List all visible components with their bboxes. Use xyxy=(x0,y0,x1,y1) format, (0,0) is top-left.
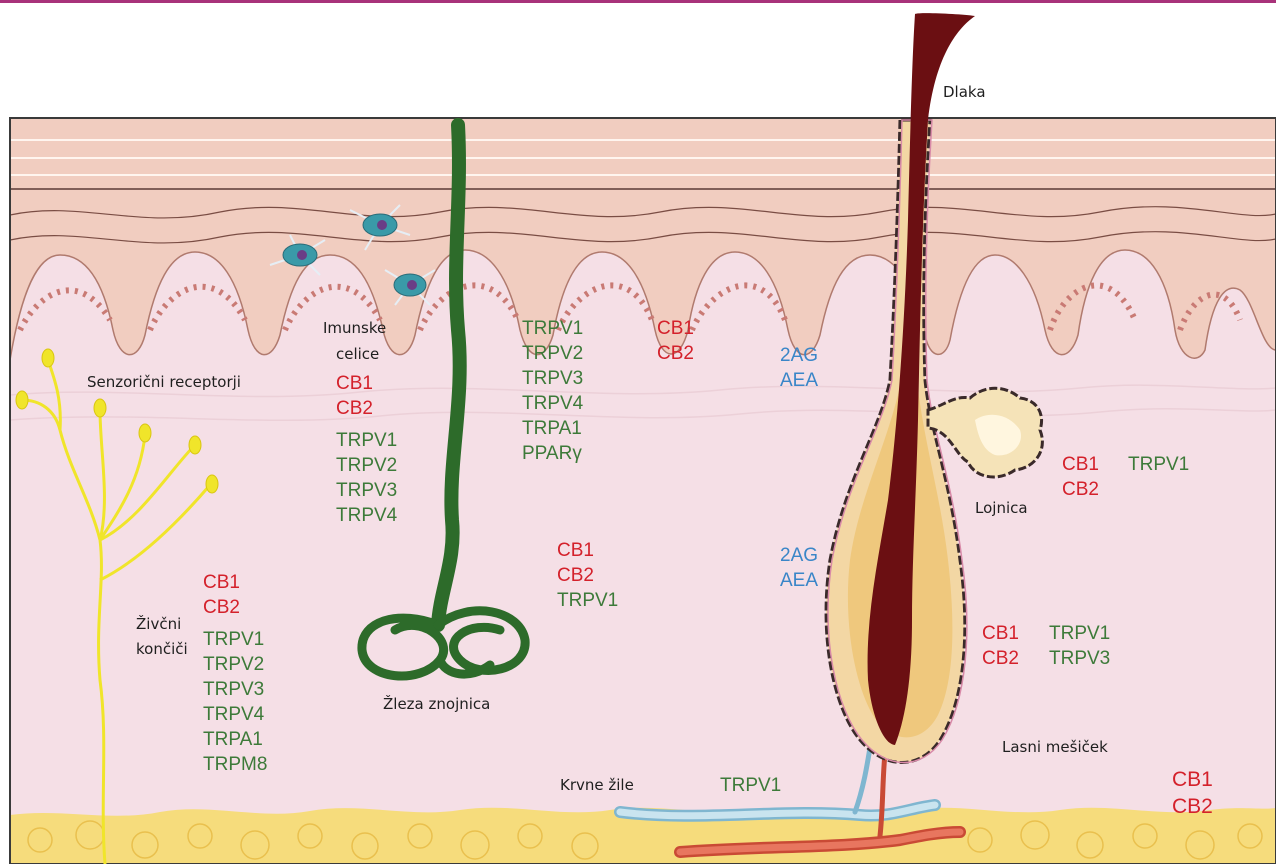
epidermis-ligand-group: 2AG AEA xyxy=(780,343,818,393)
immune-cb-group: CB1 CB2 xyxy=(336,371,373,421)
immune-trpv1: TRPV1 xyxy=(336,428,397,453)
epidermis-cb1: CB1 xyxy=(657,316,694,341)
label-hair-follicle: Lasni mešiček xyxy=(1002,738,1108,756)
sweat-trpv1: TRPV1 xyxy=(557,588,618,613)
follicle-cb2: CB2 xyxy=(982,646,1019,671)
follicle-ligand-group: 2AG AEA xyxy=(780,543,818,593)
sebaceous-trp-group: TRPV1 xyxy=(1128,452,1189,477)
label-nerve-endings-1: Živčni xyxy=(136,614,181,633)
immune-trpv3: TRPV3 xyxy=(336,478,397,503)
epidermis-2ag: 2AG xyxy=(780,343,818,368)
immune-cb1: CB1 xyxy=(336,371,373,396)
vessels-trp-group: TRPV1 xyxy=(720,773,781,798)
immune-cb2: CB2 xyxy=(336,396,373,421)
epidermis-trpv1: TRPV1 xyxy=(522,316,583,341)
epidermis-trpv2: TRPV2 xyxy=(522,341,583,366)
follicle-cb-group: CB1 CB2 xyxy=(982,621,1019,671)
nerve-trpv2: TRPV2 xyxy=(203,652,267,677)
epidermis-ppar: PPARγ xyxy=(522,441,583,466)
label-nerve-endings-2: končiči xyxy=(136,640,188,658)
sebaceous-cb1: CB1 xyxy=(1062,452,1099,477)
follicle-aea: AEA xyxy=(780,568,818,593)
nerve-trpv1: TRPV1 xyxy=(203,627,267,652)
nerve-trpa1: TRPA1 xyxy=(203,727,267,752)
vessels-trpv1: TRPV1 xyxy=(720,773,781,798)
sweat-cb1: CB1 xyxy=(557,538,618,563)
sweat-group: CB1 CB2 TRPV1 xyxy=(557,538,618,613)
epidermis-trpv3: TRPV3 xyxy=(522,366,583,391)
immune-trpv4: TRPV4 xyxy=(336,503,397,528)
sebaceous-cb2: CB2 xyxy=(1062,477,1099,502)
nerve-trpm8: TRPM8 xyxy=(203,752,267,777)
top-rule xyxy=(0,0,1276,3)
epidermis-cb-group: CB1 CB2 xyxy=(657,316,694,366)
nerve-cb2: CB2 xyxy=(203,595,240,620)
label-immune-cells-2: celice xyxy=(336,345,379,363)
epidermis-trp-group: TRPV1 TRPV2 TRPV3 TRPV4 TRPA1 PPARγ xyxy=(522,316,583,466)
nerve-cb-group: CB1 CB2 xyxy=(203,570,240,620)
fat-cb-group: CB1 CB2 xyxy=(1172,766,1213,820)
sebaceous-cb-group: CB1 CB2 xyxy=(1062,452,1099,502)
nerve-cb1: CB1 xyxy=(203,570,240,595)
label-blood-vessels: Krvne žile xyxy=(560,776,634,794)
label-immune-cells-1: Imunske xyxy=(323,319,386,337)
epidermis-trpv4: TRPV4 xyxy=(522,391,583,416)
epidermis-cb2: CB2 xyxy=(657,341,694,366)
label-sensory-receptors: Senzorični receptorji xyxy=(87,373,241,391)
follicle-trpv3: TRPV3 xyxy=(1049,646,1110,671)
follicle-cb1: CB1 xyxy=(982,621,1019,646)
fat-cb2: CB2 xyxy=(1172,793,1213,820)
fat-cb1: CB1 xyxy=(1172,766,1213,793)
epidermis-trpa1: TRPA1 xyxy=(522,416,583,441)
follicle-2ag: 2AG xyxy=(780,543,818,568)
nerve-trpv3: TRPV3 xyxy=(203,677,267,702)
label-sweat-gland: Žleza znojnica xyxy=(383,694,490,713)
immune-trpv2: TRPV2 xyxy=(336,453,397,478)
label-hair: Dlaka xyxy=(943,83,986,101)
epidermis-aea: AEA xyxy=(780,368,818,393)
nerve-trp-group: TRPV1 TRPV2 TRPV3 TRPV4 TRPA1 TRPM8 xyxy=(203,627,267,777)
immune-trp-group: TRPV1 TRPV2 TRPV3 TRPV4 xyxy=(336,428,397,528)
follicle-trpv1: TRPV1 xyxy=(1049,621,1110,646)
follicle-trp-group: TRPV1 TRPV3 xyxy=(1049,621,1110,671)
sebaceous-trpv1: TRPV1 xyxy=(1128,452,1189,477)
sweat-cb2: CB2 xyxy=(557,563,618,588)
nerve-trpv4: TRPV4 xyxy=(203,702,267,727)
label-sebaceous-gland: Lojnica xyxy=(975,499,1028,517)
